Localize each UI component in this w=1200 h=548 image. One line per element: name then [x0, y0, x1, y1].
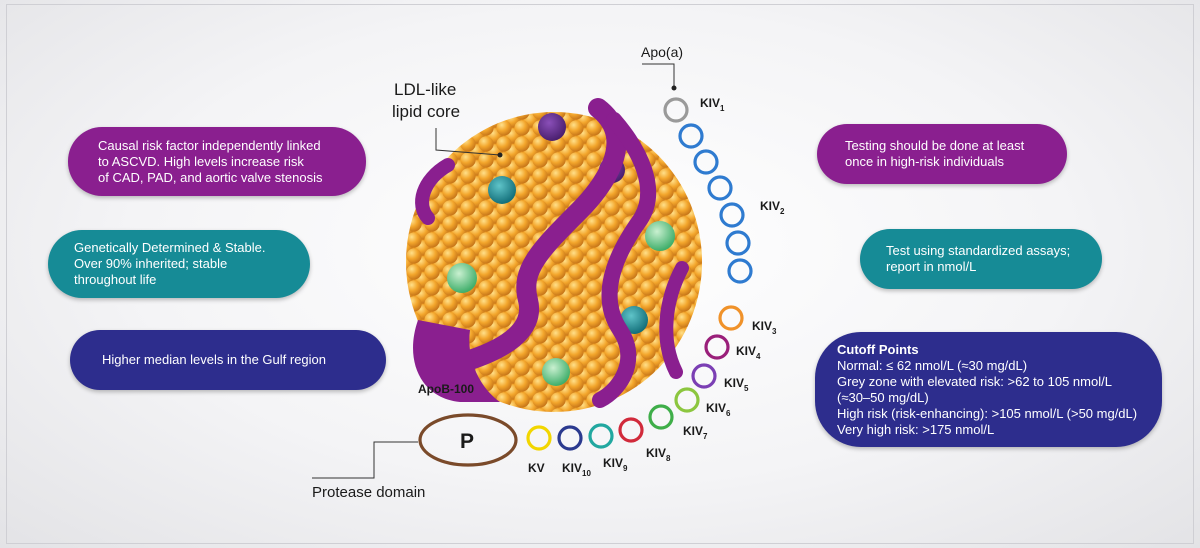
- kringle-kiv8-ring: [618, 417, 644, 443]
- kringle-kiv5-ring: [691, 363, 717, 389]
- kringle-kiv2-ring: [678, 123, 704, 149]
- apob-100-label: ApoB-100: [418, 382, 474, 396]
- kringle-kiv10-ring: [557, 425, 583, 451]
- cutoff-line: Normal: ≤ 62 nmol/L (≈30 mg/dL): [837, 357, 1028, 373]
- info-box-testing-frequency: Testing should be done at least once in …: [817, 124, 1067, 184]
- kringle-label-kiv3: KIV3: [752, 319, 777, 336]
- cutoff-title: Cutoff Points: [837, 341, 919, 357]
- lipid-core-label-line1: LDL-like: [394, 80, 456, 99]
- info-box-cutoff-points: Cutoff Points Normal: ≤ 62 nmol/L (≈30 m…: [815, 332, 1162, 447]
- kringle-label-kiv8: KIV8: [646, 446, 671, 463]
- kringle-label-kiv6: KIV6: [706, 401, 731, 418]
- kringle-kiv3-ring: [718, 305, 744, 331]
- protease-letter: P: [460, 430, 474, 453]
- lipid-core-label-line2: lipid core: [392, 102, 460, 121]
- info-line: Test using standardized assays;: [886, 243, 1071, 258]
- kringle-kiv6-ring: [674, 387, 700, 413]
- embedded-molecule: [488, 176, 516, 204]
- info-box-causal-risk: Causal risk factor independently linked …: [68, 127, 366, 196]
- embedded-molecule: [538, 113, 566, 141]
- kringle-kiv9-ring: [588, 423, 614, 449]
- protease-pointer: [312, 441, 418, 479]
- apoa-label: Apo(a): [641, 44, 683, 60]
- info-line: Causal risk factor independently linked: [98, 137, 321, 153]
- kringle-kiv4-ring: [704, 334, 730, 360]
- figure-frame: [6, 4, 1194, 544]
- kringle-kiv2-ring: [719, 202, 745, 228]
- info-line: Higher median levels in the Gulf region: [102, 352, 327, 367]
- protease-label: Protease domain: [312, 484, 425, 501]
- kringle-kiv1-ring: [663, 97, 689, 123]
- info-line: throughout life: [74, 272, 157, 287]
- kringle-label-kiv1: KIV1: [700, 96, 725, 113]
- kringle-chain: [526, 97, 753, 451]
- info-box-genetics: Genetically Determined & Stable. Over 90…: [48, 230, 310, 298]
- kringle-label-kiv5: KIV5: [724, 376, 749, 393]
- info-line: once in high-risk individuals: [845, 154, 1004, 169]
- cutoff-line: High risk (risk-enhancing): >105 nmol/L …: [837, 405, 1138, 421]
- apob-100-ribbon: [415, 98, 689, 408]
- pointer-dot: [671, 85, 677, 91]
- info-box-assays: Test using standardized assays; report i…: [860, 229, 1102, 289]
- info-line: Testing should be done at least: [845, 138, 1025, 153]
- info-line: of CAD, PAD, and aortic valve stenosis: [98, 169, 323, 185]
- kringle-kiv2-ring: [725, 230, 751, 256]
- cutoff-line: (≈30–50 mg/dL): [837, 389, 929, 405]
- kringle-kiv2-ring: [727, 258, 753, 284]
- kringle-label-kiv10: KIV10: [562, 461, 591, 478]
- kringle-kiv2-ring: [707, 175, 733, 201]
- embedded-molecule: [542, 358, 570, 386]
- kringle-label-kiv4: KIV4: [736, 344, 761, 361]
- info-line: to ASCVD. High levels increase risk: [98, 153, 304, 169]
- pointer-dot: [497, 152, 503, 158]
- info-line: Genetically Determined & Stable.: [74, 240, 266, 255]
- embedded-molecule: [645, 221, 675, 251]
- info-box-gulf-region: Higher median levels in the Gulf region: [70, 330, 386, 390]
- apoa-pointer: [642, 63, 675, 88]
- kringle-label-kiv9: KIV9: [603, 456, 628, 473]
- info-line: Over 90% inherited; stable: [74, 256, 228, 271]
- kringle-kv-ring: [526, 425, 552, 451]
- kringle-kiv7-ring: [648, 404, 674, 430]
- apob-100-base: [413, 320, 500, 402]
- embedded-molecule: [447, 263, 477, 293]
- info-line: report in nmol/L: [886, 259, 977, 274]
- kringle-label-kiv2: KIV2: [760, 199, 785, 216]
- kringle-label-kiv7: KIV7: [683, 424, 708, 441]
- protease-domain: [418, 413, 518, 467]
- lipid-core-pointer: [435, 128, 501, 156]
- cutoff-line: Grey zone with elevated risk: >62 to 105…: [837, 373, 1112, 389]
- kringle-label-kv: KV: [528, 461, 545, 475]
- kringle-kiv2-ring: [693, 149, 719, 175]
- cutoff-line: Very high risk: >175 nmol/L: [837, 421, 995, 437]
